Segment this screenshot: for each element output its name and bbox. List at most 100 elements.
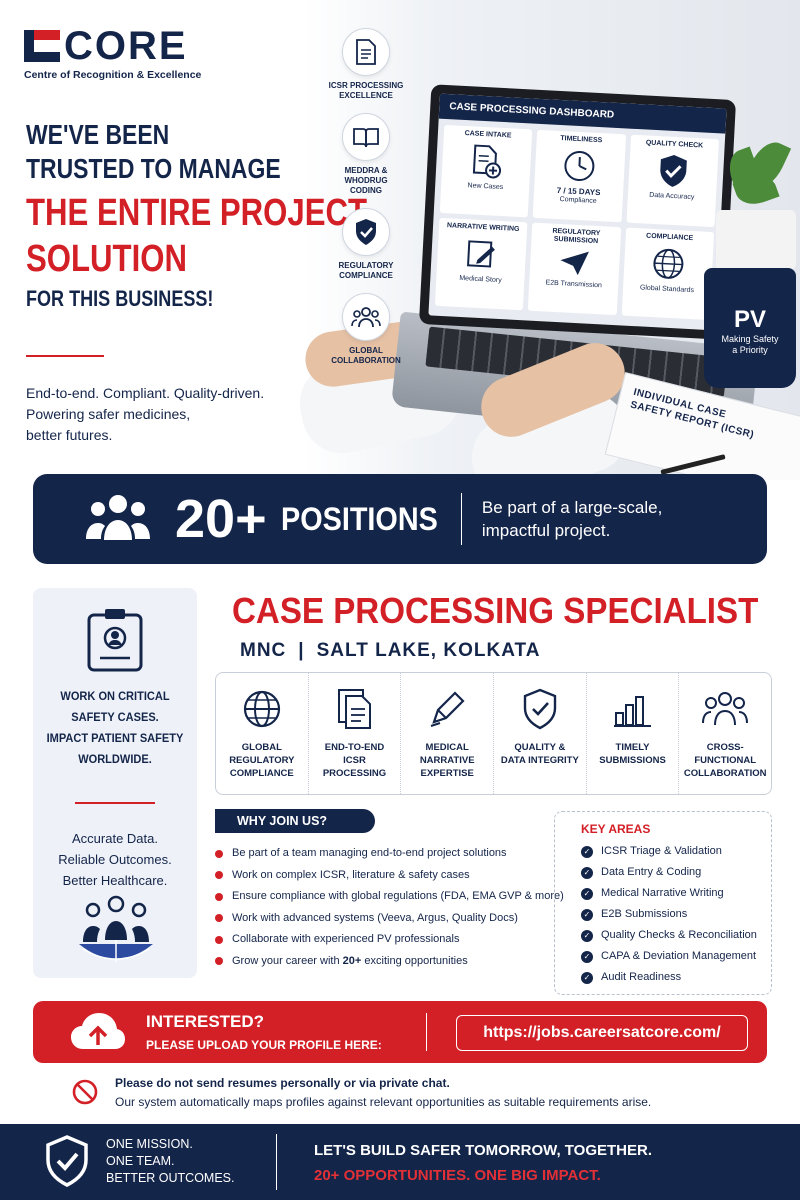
careers-url-link[interactable]: https://jobs.careersatcore.com/: [456, 1015, 748, 1051]
panel-divider: [75, 802, 155, 804]
globe-icon: [216, 687, 308, 731]
key-areas-title: KEY AREAS: [581, 822, 651, 836]
book-icon: [342, 113, 390, 161]
positions-banner: 20+ POSITIONS Be part of a large-scale, …: [33, 474, 767, 564]
footer-slogan: LET'S BUILD SAFER TOMORROW, TOGETHER.: [314, 1142, 653, 1159]
tile-case-intake: CASE INTAKE New Cases: [439, 124, 533, 218]
document-icon: [342, 28, 390, 76]
logo-subtitle: Centre of Recognition & Excellence: [24, 69, 202, 81]
footer-opportunities: 20+ OPPORTUNITIES. ONE BIG IMPACT.: [314, 1167, 601, 1184]
bar-chart-icon: [587, 687, 679, 731]
feature-icsr-processing: ICSR PROCESSING EXCELLENCE: [326, 28, 406, 101]
feature-meddra-coding: MEDDRA & WHODRUG CODING: [326, 113, 406, 196]
interested-subtitle: PLEASE UPLOAD YOUR PROFILE HERE:: [146, 1038, 382, 1052]
list-item: Grow your career with 20+ exciting oppor…: [215, 951, 545, 973]
hero-features: ICSR PROCESSING EXCELLENCE MEDDRA & WHOD…: [326, 28, 406, 378]
core-logo: CORE Centre of Recognition & Excellence: [24, 26, 201, 81]
pv-mug: PV Making Safety a Priority: [704, 268, 796, 388]
tile-regulatory-submission: REGULATORY SUBMISSION E2B Transmission: [528, 222, 621, 316]
check-icon: ✓: [581, 908, 593, 921]
bullet-icon: [215, 871, 223, 880]
check-icon: ✓: [581, 950, 593, 963]
tile-narrative-writing: NARRATIVE WRITING Medical Story: [434, 217, 528, 311]
logo-mark: [24, 30, 60, 62]
list-item: ✓Quality Checks & Reconciliation: [581, 925, 771, 946]
hero-divider: [26, 355, 104, 357]
cloud-upload-icon: [69, 1011, 127, 1058]
globe-icon: [625, 240, 712, 288]
list-item: ✓Audit Readiness: [581, 967, 771, 988]
footer-mission: ONE MISSION. ONE TEAM. BETTER OUTCOMES.: [106, 1137, 235, 1185]
positions-count: 20+: [175, 489, 267, 549]
check-icon: ✓: [581, 971, 593, 984]
document-plus-icon: [443, 137, 530, 185]
team-icon: [679, 687, 771, 731]
tile-compliance: COMPLIANCE Global Standards: [621, 227, 715, 321]
footer: ONE MISSION. ONE TEAM. BETTER OUTCOMES. …: [0, 1124, 800, 1200]
bullet-icon: [215, 935, 223, 944]
interested-banner: INTERESTED? PLEASE UPLOAD YOUR PROFILE H…: [33, 1001, 767, 1063]
footer-divider: [276, 1134, 277, 1190]
hero-headline: WE'VE BEEN TRUSTED TO MANAGE THE ENTIRE …: [26, 119, 368, 311]
check-icon: ✓: [581, 887, 593, 900]
positions-word: POSITIONS: [280, 500, 438, 537]
bullet-icon: [215, 914, 223, 923]
job-title: CASE PROCESSING SPECIALIST: [232, 590, 759, 631]
skill-quality-integrity: QUALITY &DATA INTEGRITY: [494, 673, 587, 794]
list-item: ✓Medical Narrative Writing: [581, 883, 771, 904]
pen-icon: [401, 687, 493, 731]
key-areas-box: KEY AREAS ✓ICSR Triage & Validation ✓Dat…: [554, 811, 772, 995]
job-location: MNC|SALT LAKE, KOLKATA: [240, 640, 541, 661]
shield-check-icon: [342, 208, 390, 256]
hero-section: CASE PROCESSING DASHBOARD CASE INTAKE Ne…: [0, 0, 800, 480]
list-item: Be part of a team managing end-to-end pr…: [215, 843, 545, 865]
list-item: Work on complex ICSR, literature & safet…: [215, 865, 545, 887]
check-icon: ✓: [581, 866, 593, 879]
documents-icon: [309, 687, 401, 731]
list-item: ✓Data Entry & Coding: [581, 862, 771, 883]
shield-check-icon: [44, 1135, 90, 1192]
paper-plane-icon: [532, 243, 618, 283]
bullet-icon: [215, 849, 223, 858]
why-join-list: Be part of a team managing end-to-end pr…: [215, 843, 564, 973]
globe-team-icon: [71, 894, 161, 969]
bullet-icon: [215, 957, 223, 966]
tile-timeliness: TIMELINESS 7 / 15 DAYS Compliance: [532, 129, 626, 223]
hero-tagline: End-to-end. Compliant. Quality-driven. P…: [26, 385, 265, 443]
shield-check-icon: [630, 147, 717, 195]
logo-text: CORE: [64, 24, 188, 68]
profile-card-icon: [86, 606, 144, 677]
clock-icon: [537, 142, 624, 190]
positions-divider: [460, 493, 462, 545]
shield-check-icon: [494, 687, 586, 731]
prohibited-icon: [72, 1079, 98, 1110]
laptop: CASE PROCESSING DASHBOARD CASE INTAKE Ne…: [418, 84, 737, 340]
bullet-icon: [215, 892, 223, 901]
cta-divider: [426, 1013, 427, 1051]
feature-regulatory-compliance: REGULATORY COMPLIANCE: [326, 208, 406, 281]
list-item: Collaborate with experienced PV professi…: [215, 929, 545, 951]
notice-line-1: Please do not send resumes personally or…: [115, 1076, 450, 1090]
interested-title: INTERESTED?: [146, 1012, 265, 1031]
group-icon: [85, 493, 151, 546]
notice-line-2: Our system automatically maps profiles a…: [115, 1095, 652, 1109]
plant-pot: [716, 210, 796, 270]
check-icon: ✓: [581, 845, 593, 858]
list-item: Work with advanced systems (Veeva, Argus…: [215, 908, 545, 930]
people-icon: [342, 293, 390, 341]
list-item: ✓CAPA & Deviation Management: [581, 946, 771, 967]
positions-text: Be part of a large-scale, impactful proj…: [481, 498, 663, 540]
dashboard-screen: CASE PROCESSING DASHBOARD CASE INTAKE Ne…: [428, 93, 727, 331]
impact-panel: WORK ON CRITICAL SAFETY CASES. IMPACT PA…: [33, 588, 197, 978]
tile-quality-check: QUALITY CHECK Data Accuracy: [626, 134, 719, 228]
check-icon: ✓: [581, 929, 593, 942]
feature-global-collaboration: GLOBAL COLLABORATION: [326, 293, 406, 366]
list-item: Ensure compliance with global regulation…: [215, 886, 564, 908]
why-join-heading: WHY JOIN US?: [215, 809, 375, 833]
